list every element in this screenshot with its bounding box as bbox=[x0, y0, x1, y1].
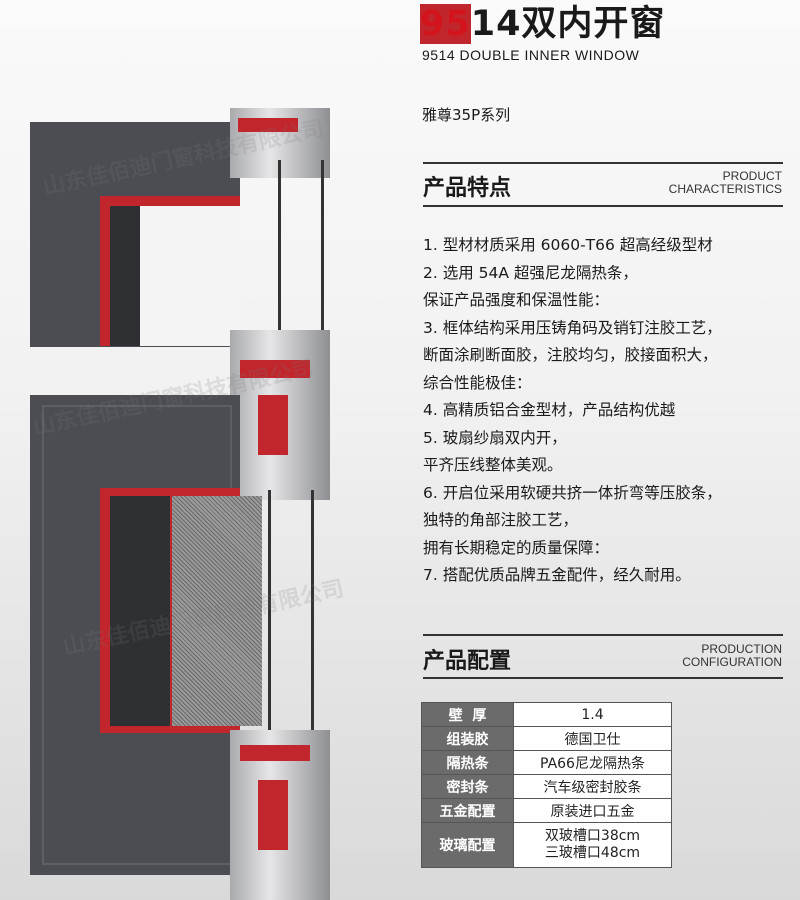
divider bbox=[423, 677, 783, 679]
feature-item: 断面涂刷断面胶，注胶均匀，胶接面积大， bbox=[423, 346, 718, 364]
spec-label: 组装胶 bbox=[421, 726, 514, 751]
spec-value-line: PA66尼龙隔热条 bbox=[540, 755, 645, 772]
feature-item: 保证产品强度和保温性能： bbox=[423, 291, 610, 309]
table-row: 隔热条 PA66尼龙隔热条 bbox=[421, 750, 672, 775]
spec-value: 汽车级密封胶条 bbox=[513, 774, 672, 799]
config-table: 壁 厚 1.4 组装胶 德国卫仕隔热条 PA66尼龙隔热条密封条 汽车级密封胶条五金配置 原… bbox=[421, 702, 672, 868]
feature-item: 平齐压线整体美观。 bbox=[423, 456, 563, 474]
feature-item: 7. 搭配优质品牌五金配件，经久耐用。 bbox=[423, 566, 691, 584]
series-name: 雅尊35P系列 bbox=[422, 106, 511, 124]
table-row: 壁 厚 1.4 bbox=[421, 702, 672, 727]
spec-label: 玻璃配置 bbox=[421, 822, 514, 868]
feature-item: 6. 开启位采用软硬共挤一体折弯等压胶条， bbox=[423, 483, 722, 502]
spec-label: 密封条 bbox=[421, 774, 514, 799]
features-list: 1. 型材材质采用 6060-T66 超高经级型材 2. 选用 54A 超强尼龙隔… bbox=[423, 232, 722, 590]
divider bbox=[423, 162, 783, 164]
divider bbox=[423, 634, 783, 636]
spec-label: 隔热条 bbox=[421, 750, 514, 775]
spec-value: 1.4 bbox=[513, 702, 672, 727]
spec-value: PA66尼龙隔热条 bbox=[513, 750, 672, 775]
table-row: 密封条 汽车级密封胶条 bbox=[421, 774, 672, 799]
divider bbox=[423, 205, 783, 207]
page-subtitle: 9514 DOUBLE INNER WINDOW bbox=[422, 47, 640, 63]
spec-value-line: 原装进口五金 bbox=[550, 803, 635, 820]
table-row: 五金配置 原装进口五金 bbox=[421, 798, 672, 823]
feature-item: 2. 选用 54A 超强尼龙隔热条， bbox=[423, 263, 638, 282]
feature-item: 4. 高精质铝合金型材，产品结构优越 bbox=[423, 401, 676, 419]
spec-value-line: 双玻槽口38cm bbox=[544, 828, 641, 844]
feature-item: 3. 框体结构采用压铸角码及销钉注胶工艺， bbox=[423, 318, 722, 337]
features-heading: 产品特点 bbox=[423, 176, 512, 201]
feature-item: 独特的角部注胶工艺， bbox=[423, 511, 579, 529]
feature-item: 1. 型材材质采用 6060-T66 超高经级型材 bbox=[423, 236, 713, 254]
feature-item: 拥有长期稳定的质量保障： bbox=[423, 538, 610, 557]
spec-value: 原装进口五金 bbox=[513, 798, 672, 823]
page-title: 9514双内开窗 bbox=[420, 4, 666, 44]
spec-value: 德国卫仕 bbox=[513, 726, 672, 751]
feature-item: 5. 玻扇纱扇双内开， bbox=[423, 428, 567, 447]
spec-value-line: 德国卫仕 bbox=[564, 731, 621, 748]
feature-item: 综合性能极佳： bbox=[423, 373, 532, 392]
spec-value-line: 汽车级密封胶条 bbox=[543, 779, 642, 796]
spec-label: 五金配置 bbox=[421, 798, 514, 823]
table-row: 组装胶 德国卫仕 bbox=[421, 726, 672, 751]
config-heading: 产品配置 bbox=[423, 649, 512, 674]
spec-value-line: 三玻槽口48cm bbox=[544, 845, 641, 861]
spec-label: 壁 厚 bbox=[421, 702, 514, 727]
spec-value-line: 1.4 bbox=[581, 706, 604, 723]
